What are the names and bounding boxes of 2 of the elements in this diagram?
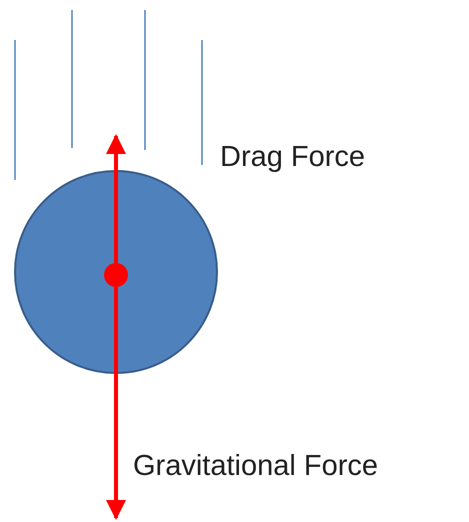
force-label: Gravitational Force <box>133 452 378 481</box>
force-label: Drag Force <box>220 143 366 172</box>
